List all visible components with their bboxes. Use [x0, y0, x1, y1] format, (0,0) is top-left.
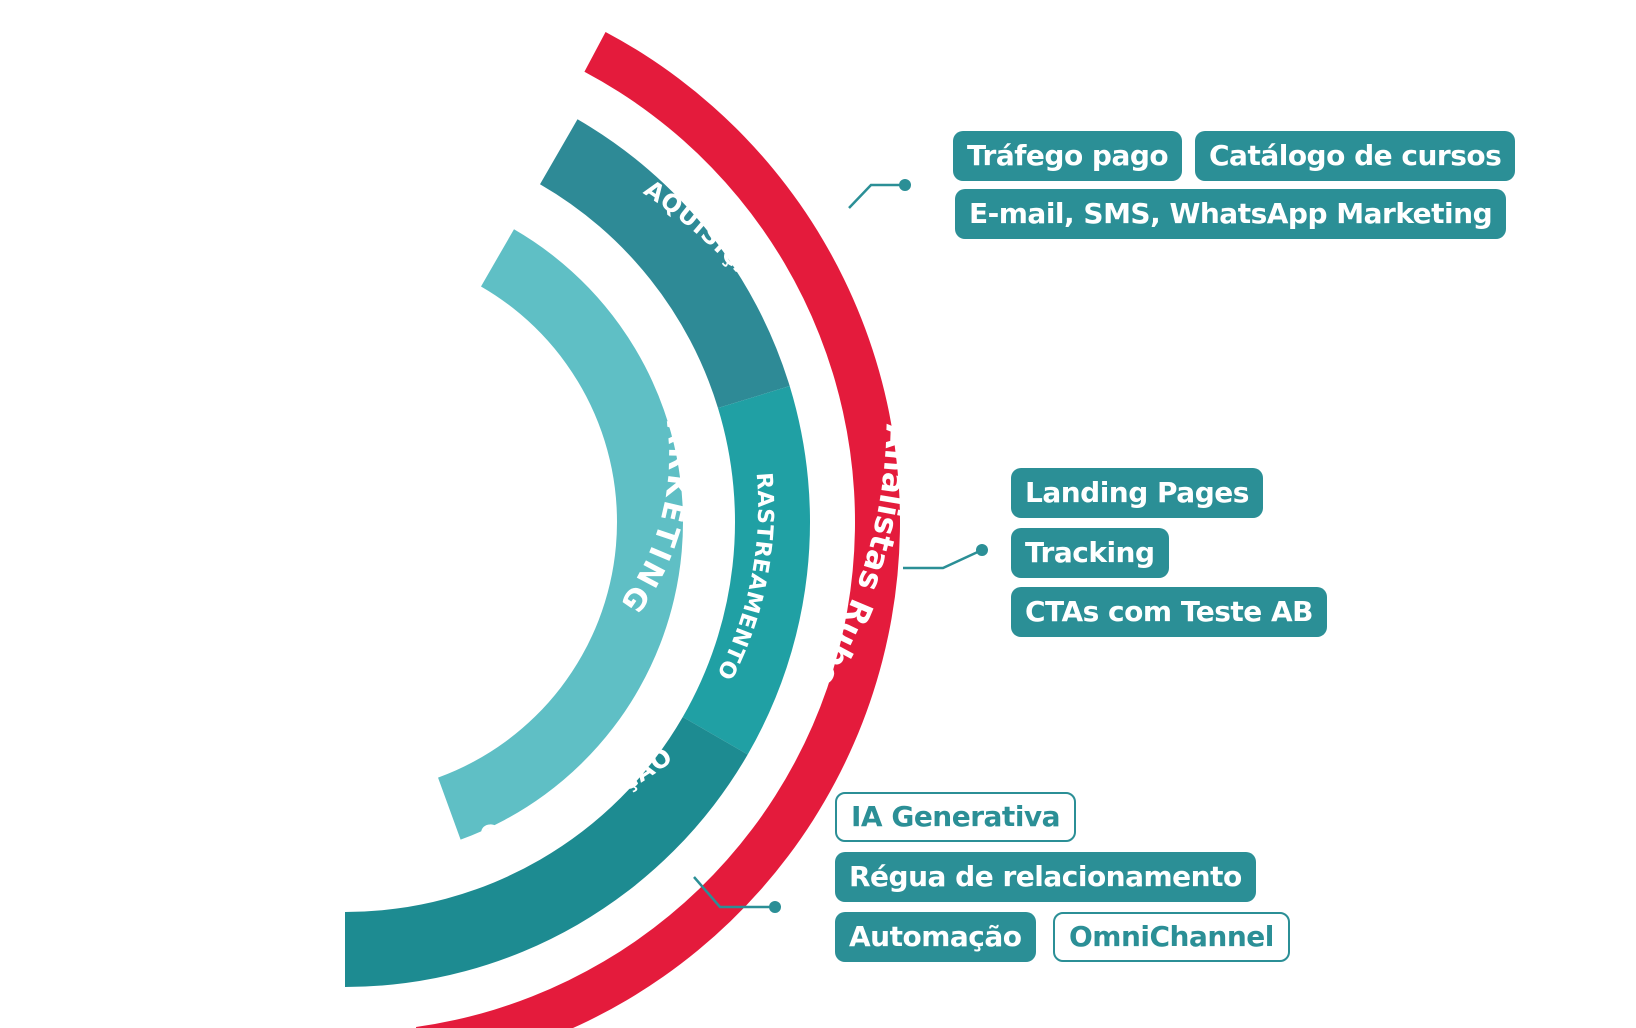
- connector-dot-acquisition: [899, 179, 911, 191]
- tag-tracking: Tracking: [1011, 528, 1169, 578]
- tag-landing-pages: Landing Pages: [1011, 468, 1263, 518]
- tag-ia-generativa: IA Generativa: [835, 792, 1077, 842]
- ring-segment-qualificacao: [345, 717, 748, 987]
- tag-email-sms-whatsapp: E-mail, SMS, WhatsApp Marketing: [955, 189, 1507, 239]
- ring-segment-rastreamento: [682, 386, 811, 755]
- tag-regua-de-relacionamento: Régua de relacionamento: [835, 852, 1256, 902]
- tag-omnichannel: OmniChannel: [1053, 912, 1290, 962]
- connector-tracking: [903, 548, 983, 570]
- inner-ring-marketing: [438, 229, 683, 840]
- tag-catalogo-de-cursos: Catálogo de cursos: [1195, 131, 1516, 181]
- connector-dot-tracking: [976, 544, 988, 556]
- connector-acquisition: [848, 183, 905, 209]
- tag-ctas-teste-ab: CTAs com Teste AB: [1011, 587, 1327, 637]
- tag-trafego-pago: Tráfego pago: [953, 131, 1183, 181]
- tag-automacao: Automação: [835, 912, 1036, 962]
- connector-qualification: [693, 876, 775, 909]
- connector-dot-qualification: [769, 901, 781, 913]
- ring-segment-aquisicao: [540, 119, 790, 408]
